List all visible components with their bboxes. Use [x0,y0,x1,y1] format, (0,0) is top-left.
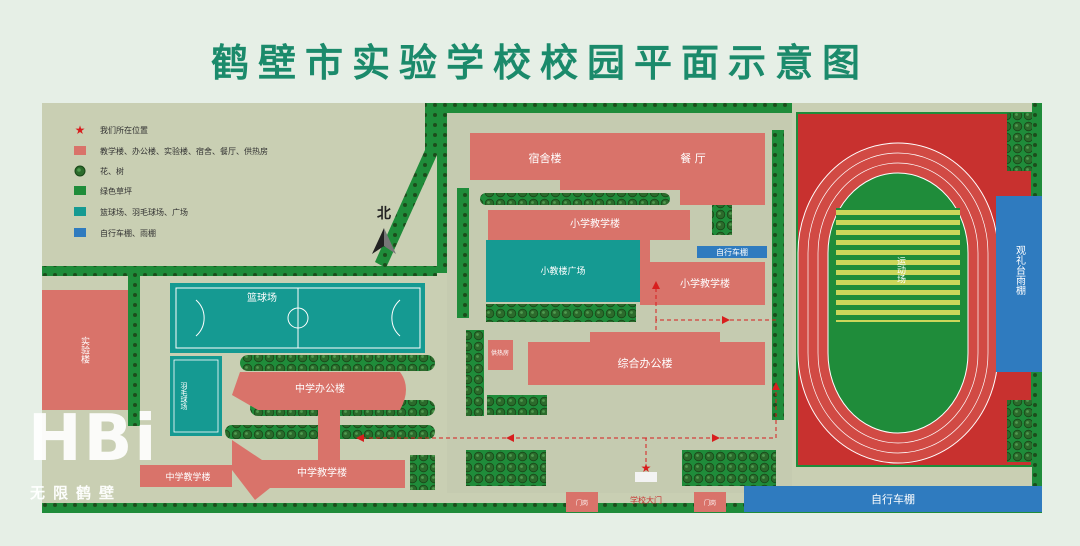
basketball-court-label: 篮球场 [247,291,277,304]
primary-building-2-label: 小学教学楼 [680,277,730,290]
lab-building [42,290,128,410]
canteen-label: 餐 厅 [680,151,706,165]
bush-field-top [1007,113,1032,171]
legend: ★ 我们所在位置 教学楼、办公楼、实验楼、宿舍、餐厅、供热房 花、树 绿色草坪 … [74,123,268,238]
bush-block-gate-right [682,450,776,486]
bike-shed-small-label: 自行车棚 [716,247,748,257]
legend-shelter-swatch [74,228,86,237]
bush-block-gate-left [466,450,546,486]
admin-building-label: 综合办公楼 [618,356,673,370]
current-location-star-icon: ★ [641,461,652,475]
hedge-middle-top [240,355,435,371]
watermark-logo: HBi 无限鹤壁 [28,404,178,514]
middle-school-office [232,372,406,470]
watermark-big: HBi [28,402,159,476]
tree-border-top [437,103,792,113]
bush-block-heating [466,330,484,416]
bike-shed-large [744,486,1042,512]
basketball-center-circle [287,307,309,329]
tree-border-middle [42,266,437,276]
legend-building-swatch [74,146,86,155]
arrow-up-icon-2 [652,281,660,289]
arrow-right-icon [712,434,720,442]
north-label: 北 [377,206,391,222]
legend-item-location: 我们所在位置 [100,125,148,135]
legend-item-lawn: 绿色草坪 [100,186,132,196]
legend-item-courts: 篮球场、羽毛球场、广场 [100,207,188,217]
gate-room-right [694,492,726,512]
basketball-arc-right [391,299,401,337]
bush-lower-left [410,455,435,490]
sports-field-label: 运动场 [895,256,906,284]
reviewing-stand-label: 观礼台雨棚 [1014,245,1026,296]
track-lane-1 [807,152,989,454]
admin-building [528,332,765,385]
tree-column-left [457,188,469,318]
primary-plaza-label: 小教楼广场 [540,265,585,277]
middle-teaching-1-label: 中学教学楼 [165,471,210,483]
gate-room-left-label: 门岗 [576,499,588,507]
tree-column-right [772,130,784,420]
bike-shed-large-label: 自行车棚 [871,492,915,506]
gate-room-right-label: 门岗 [704,499,716,507]
basketball-arc-left [195,299,205,337]
bush-field-bottom [1007,400,1032,462]
middle-teaching-building-2 [232,440,405,500]
arrow-left-icon [356,434,364,442]
legend-star-icon: ★ [75,123,86,137]
badminton-court-lines [173,359,219,433]
route-arrows [356,281,780,442]
primary-building-2 [640,262,765,305]
legend-item-buildings: 教学楼、办公楼、实验楼、宿舍、餐厅、供热房 [100,146,268,156]
heating-room-label: 供热房 [491,349,509,357]
legend-lawn-swatch [74,186,86,195]
dormitory-label: 宿舍楼 [529,151,562,165]
map-title: 鹤壁市实验学校校园平面示意图 [210,41,869,85]
badminton-court-label: 羽毛球场 [180,382,188,411]
tree-border-diagonal [375,103,437,268]
badminton-court [170,356,222,436]
arrow-left-icon-2 [506,434,514,442]
arrow-right-icon-2 [722,316,730,324]
arrow-up-icon [772,382,780,390]
north-arrow-icon [372,228,384,254]
north-arrow-icon-shade [384,228,396,254]
primary-building-1-label: 小学教学楼 [570,217,620,230]
school-gate-label: 学校大门 [630,495,662,505]
tree-border-bottom [42,503,1042,513]
route-paths [360,285,777,462]
legend-item-trees: 花、树 [100,166,124,176]
hedge-dorm [480,193,670,205]
primary-plaza [486,240,640,302]
heating-room [488,340,513,370]
dormitory-canteen-building [470,133,765,205]
bike-shed-small [697,246,767,258]
legend-item-shelters: 自行车棚、雨棚 [100,228,156,238]
hedge-canteen [712,205,732,235]
infield-stripes [836,208,960,322]
track-lane-2 [817,162,979,444]
middle-teaching-2-label: 中学教学楼 [297,466,347,479]
middle-teaching-building-1 [140,465,232,487]
primary-building-1 [488,210,690,262]
watermark-sub: 无限鹤壁 [30,484,123,502]
route-right [645,390,777,462]
legend-panel [42,103,425,262]
lab-building-label: 实验楼 [79,335,90,364]
bush-block-plaza [486,304,636,322]
tree-border-left-upper [437,103,447,273]
middle-office-label: 中学办公楼 [295,382,345,395]
bush-block-lower [487,395,547,415]
gate-sign [635,472,657,482]
tree-column-lab [128,276,140,426]
legend-tree-icon-highlight [77,168,81,172]
reviewing-stand [996,196,1042,372]
gate-room-left [566,492,598,512]
legend-court-swatch [74,207,86,216]
